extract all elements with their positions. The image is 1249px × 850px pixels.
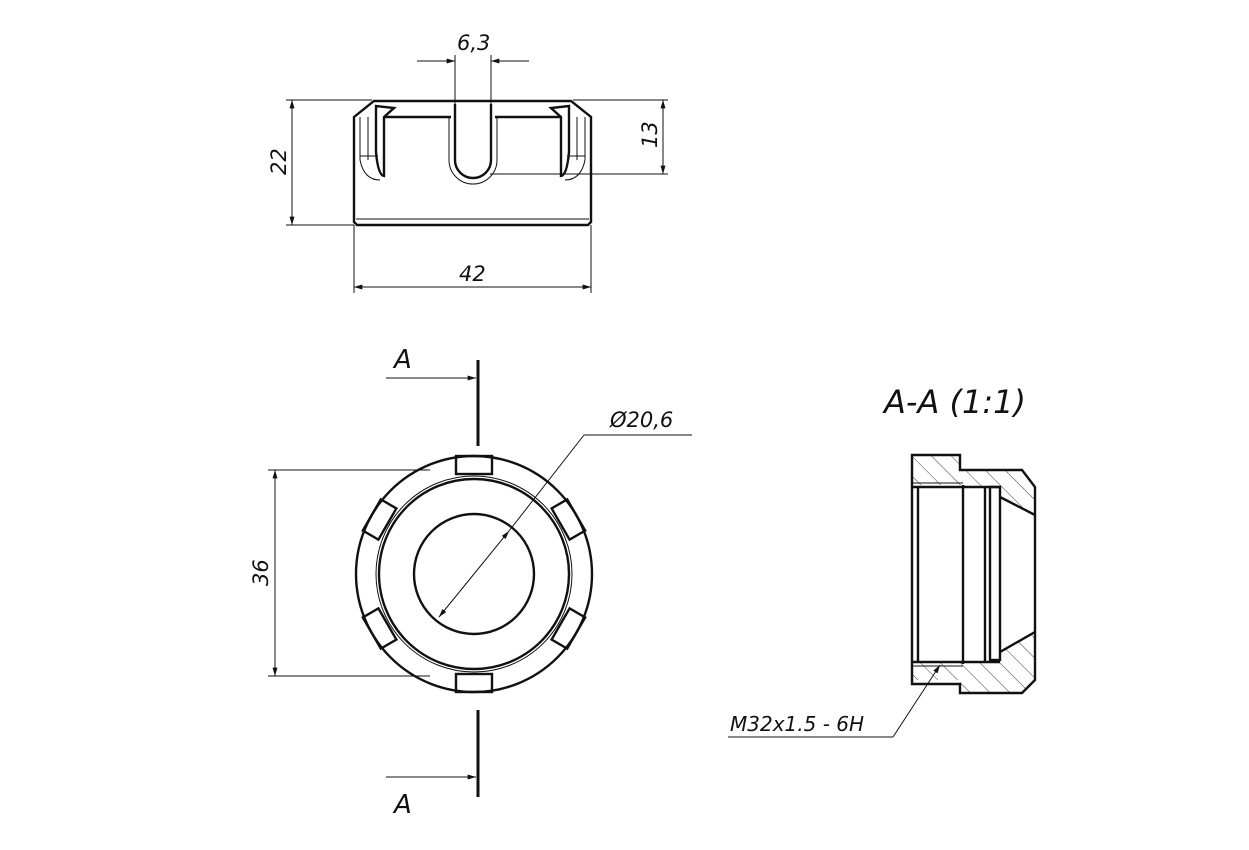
dim-height: 22 bbox=[267, 148, 291, 175]
dim-bore-diameter: Ø20,6 bbox=[609, 408, 673, 432]
top-view: A A Ø20,6 36 bbox=[249, 345, 692, 820]
thread-callout: M32x1.5 - 6H bbox=[730, 712, 864, 736]
dim-slot-width: 6,3 bbox=[457, 31, 490, 55]
dim-slot-depth: 13 bbox=[638, 121, 662, 148]
section-mark-top: A bbox=[392, 345, 412, 375]
section-view: A-A (1:1) M32x1.5 - 6H bbox=[728, 383, 1037, 738]
dim-width: 42 bbox=[459, 262, 486, 286]
section-title: A-A (1:1) bbox=[882, 383, 1026, 421]
front-view: 6,3 22 13 42 bbox=[267, 31, 668, 293]
dim-outer: 36 bbox=[249, 559, 273, 586]
section-mark-bottom: A bbox=[392, 790, 412, 820]
